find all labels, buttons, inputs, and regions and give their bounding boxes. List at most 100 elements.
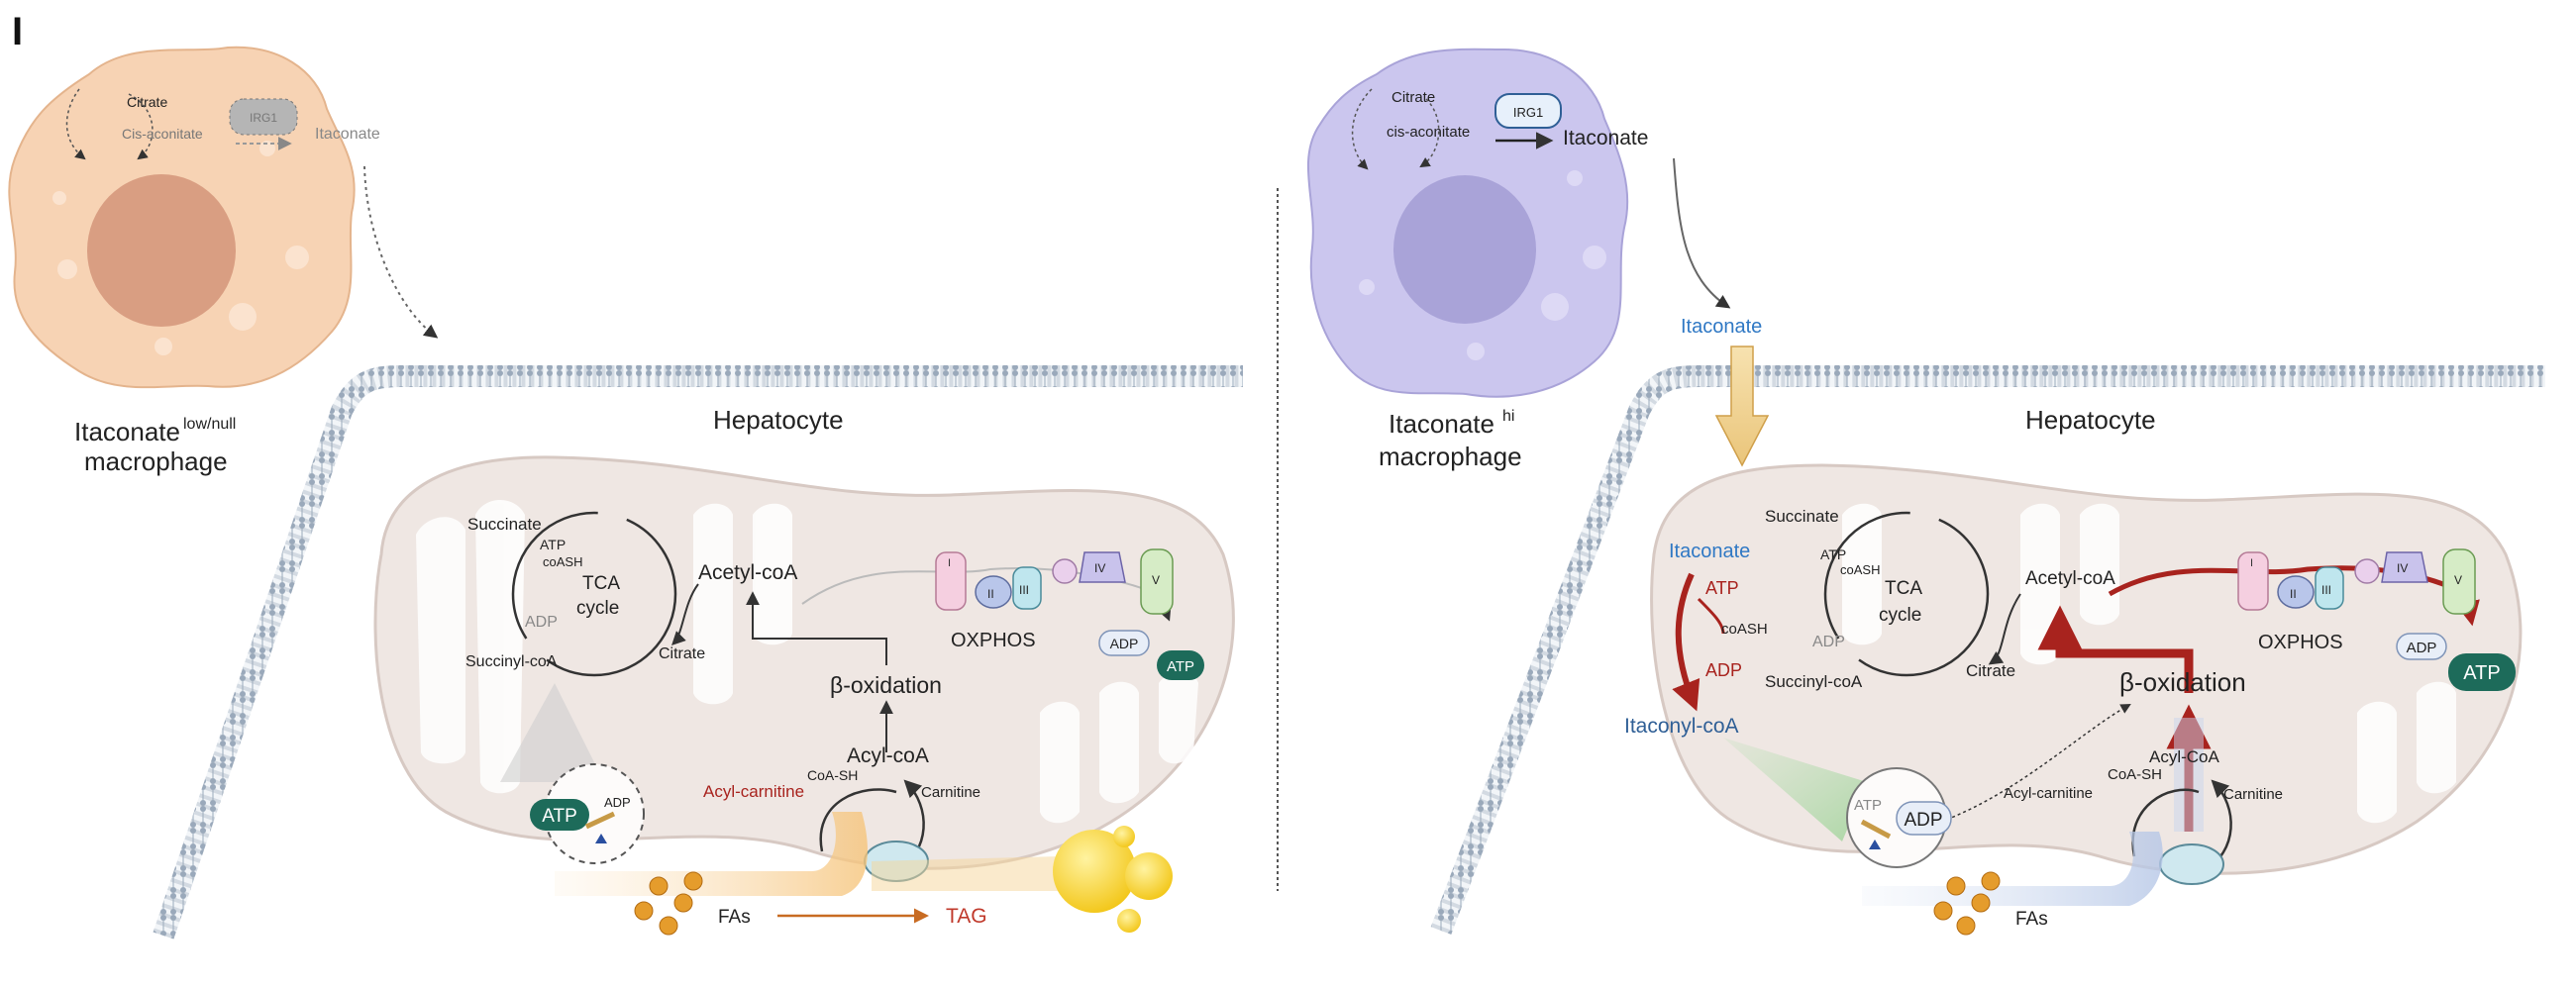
macrophage-sup-left: low/null <box>183 416 236 433</box>
complex-II-left <box>975 575 1012 609</box>
macrophage-subtitle-left: macrophage <box>84 446 228 476</box>
hepatocyte-label-right: Hepatocyte <box>2025 405 2156 435</box>
atp-small-left: ATP <box>1167 658 1194 675</box>
tca-succinate-left: Succinate <box>467 515 542 534</box>
cell-cis-aconitate-left: Cis-aconitate <box>122 126 203 142</box>
adp-pill-inset-right <box>1896 801 1952 836</box>
tca-citrate-left: Citrate <box>659 645 705 662</box>
itaconyl-coa-right: Itaconyl-coA <box>1624 715 1739 738</box>
atp-big-right: ATP <box>2463 662 2500 684</box>
coa-sh-right: CoA-SH <box>2108 766 2162 783</box>
tca-succinyl-coa-right: Succinyl-coA <box>1765 672 1863 691</box>
left-panel: Citrate Cis-aconitate IRG1 Itaconate Ita… <box>8 46 1243 940</box>
secretion-arrow-left <box>363 165 439 339</box>
coash-right-side: coASH <box>1721 621 1768 638</box>
irg1-enzyme-left <box>229 98 298 136</box>
complex-I-label-right: I <box>2250 557 2253 569</box>
carnitine-right: Carnitine <box>2223 786 2283 803</box>
adp-inset-left: ADP <box>604 795 631 810</box>
atp-badge-right <box>2448 653 2516 691</box>
complex-II-label-right: II <box>2290 587 2297 601</box>
complex-I-right <box>2237 551 2269 611</box>
tca-cycle-label2-left: cycle <box>576 598 619 619</box>
right-panel: Citrate cis-aconitate IRG1 Itaconate Ita… <box>1306 48 2545 936</box>
secretion-arrow-right <box>1673 157 1731 309</box>
complex-III-left <box>1012 566 1042 610</box>
tca-adp-right: ADP <box>1812 634 1845 650</box>
tca-cycle-label1-right: TCA <box>1885 578 1922 599</box>
acyl-carnitine-right: Acyl-carnitine <box>2004 785 2093 802</box>
adp-inset-right: ADP <box>1904 810 1942 831</box>
tca-cycle-right <box>1823 511 1990 677</box>
adp-small-right: ADP <box>2407 640 2437 656</box>
tca-atp-left: ATP <box>540 537 566 552</box>
cell-itaconate-right: Itaconate <box>1563 127 1648 149</box>
atp-inset-left: ATP <box>542 806 577 827</box>
fatty-acid-droplets-right <box>1933 871 2001 936</box>
irg1-enzyme-right <box>1494 93 1562 129</box>
cell-cis-aconitate-right: cis-aconitate <box>1387 124 1470 141</box>
complex-II-label-left: II <box>987 587 994 601</box>
adp-pill-left <box>1098 630 1150 656</box>
fatty-acid-droplets-left <box>634 871 703 936</box>
macrophage-sup-right: hi <box>1502 408 1514 425</box>
complex-V-left <box>1140 548 1174 615</box>
fas-left: FAs <box>718 907 751 928</box>
oxphos-left: OXPHOS <box>951 630 1036 651</box>
tca-citrate-right: Citrate <box>1966 661 2015 680</box>
tca-cycle-label2-right: cycle <box>1879 605 1921 626</box>
tca-succinyl-coa-left: Succinyl-coA <box>465 653 558 670</box>
itaconate-mito-right: Itaconate <box>1669 541 1750 562</box>
hepatocyte-label-left: Hepatocyte <box>713 405 844 435</box>
tca-adp-left: ADP <box>525 614 558 631</box>
tca-coash-right: coASH <box>1840 562 1880 577</box>
cell-citrate-right: Citrate <box>1391 89 1435 106</box>
atp-badge-left <box>1157 650 1204 680</box>
acyl-coa-right: Acyl-CoA <box>2149 747 2220 766</box>
complex-III-right <box>2315 566 2344 610</box>
itaconate-extracellular-right: Itaconate <box>1681 316 1762 338</box>
complex-IV-label-left: IV <box>1094 561 1105 575</box>
adp-red-right: ADP <box>1705 660 1742 680</box>
tca-cycle-label1-left: TCA <box>582 573 620 594</box>
irg1-label-left: IRG1 <box>250 111 277 125</box>
macrophage-nucleus-right <box>1393 175 1536 324</box>
tca-atp-right: ATP <box>1820 546 1846 562</box>
irg1-label-right: IRG1 <box>1513 105 1543 120</box>
complex-IV-left <box>1079 551 1126 583</box>
complex-I-left <box>935 551 967 611</box>
cpt-transporter-right <box>2159 843 2224 885</box>
complex-I-label-left: I <box>948 557 951 569</box>
acetyl-coa-right: Acetyl-coA <box>2025 568 2115 589</box>
atp-red-right: ATP <box>1705 578 1739 598</box>
tca-cycle-left <box>511 511 677 677</box>
fas-right: FAs <box>2015 909 2048 930</box>
atp-badge-inset-left <box>530 799 589 831</box>
adp-pill-right <box>2396 633 2447 660</box>
complex-V-right <box>2442 548 2476 615</box>
tag-left: TAG <box>946 905 987 928</box>
complex-V-label-left: V <box>1152 573 1160 587</box>
cell-citrate-left: Citrate <box>127 94 167 110</box>
complex-IV-right <box>2381 551 2428 583</box>
complex-III-label-left: III <box>1019 583 1029 597</box>
lipid-droplet-large-left <box>1053 830 1136 913</box>
coa-sh-left: CoA-SH <box>807 767 858 783</box>
complex-III-label-right: III <box>2321 583 2331 597</box>
hepatocyte-membrane-right <box>1430 365 2545 935</box>
complex-II-right <box>2277 575 2315 609</box>
lipid-droplet-small-left <box>1125 852 1173 900</box>
complex-IV-label-right: IV <box>2397 561 2408 575</box>
complex-V-label-right: V <box>2454 573 2462 587</box>
beta-ox-red-arrow <box>2037 605 2194 693</box>
hepatocyte-membrane-left <box>153 365 1243 940</box>
atp-inset-right: ATP <box>1854 797 1882 814</box>
acyl-coa-left: Acyl-coA <box>847 744 929 767</box>
macrophage-subtitle-right: macrophage <box>1379 442 1522 471</box>
tca-succinate-right: Succinate <box>1765 507 1839 526</box>
acyl-carnitine-left: Acyl-carnitine <box>703 782 804 801</box>
macrophage-nucleus-left <box>87 174 236 327</box>
beta-oxidation-left: β-oxidation <box>830 672 942 698</box>
